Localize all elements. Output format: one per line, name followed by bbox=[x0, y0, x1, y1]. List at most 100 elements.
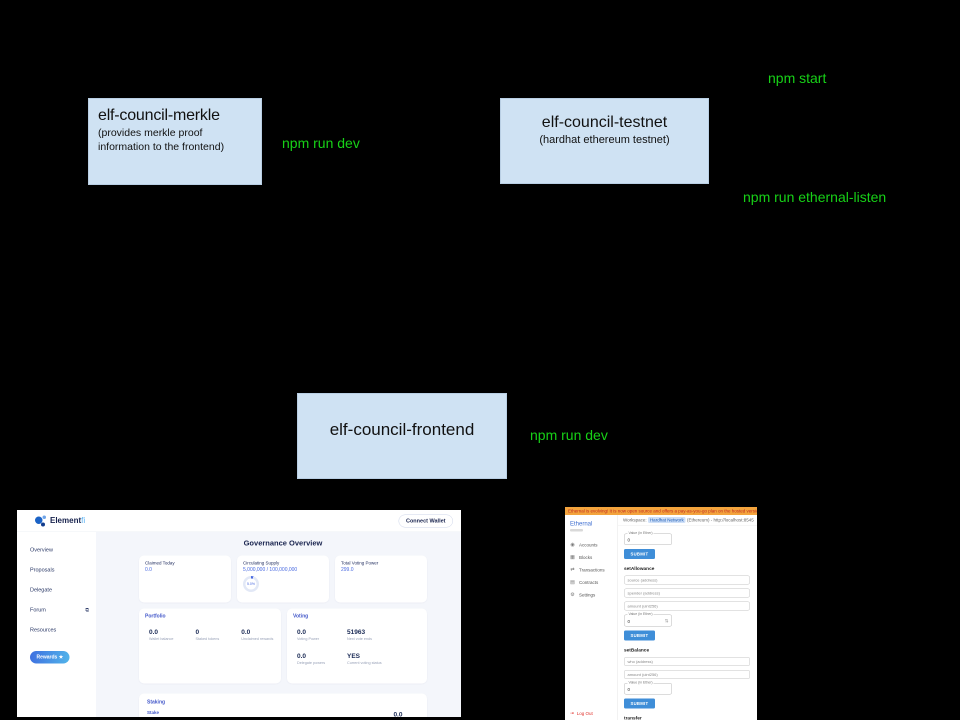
nav-label: Blocks bbox=[579, 554, 593, 560]
staking-panel: Staking Stake Deposit your ELFI tokens i… bbox=[139, 693, 427, 718]
amount-uint256-field[interactable] bbox=[624, 670, 750, 679]
submit-button[interactable]: SUBMIT bbox=[624, 630, 655, 641]
value-input-group[interactable]: Value (in Ether) bbox=[624, 531, 672, 545]
ethernal-screenshot: Ethernal is evolving! It is now open sou… bbox=[565, 507, 757, 720]
nav-label: Overview bbox=[30, 547, 53, 553]
card-claimed-today: Claimed Today 0.0 bbox=[139, 555, 231, 603]
nav-label: Delegate bbox=[30, 587, 53, 593]
submit-button[interactable]: SUBMIT bbox=[624, 698, 655, 709]
ethernal-main: Workspace: Hardhat Network (Ethereum) - … bbox=[618, 515, 757, 720]
element-logo-icon bbox=[35, 515, 46, 527]
sidebar-item-proposals[interactable]: Proposals bbox=[30, 567, 89, 573]
sidebar-item-accounts[interactable]: ◉Accounts bbox=[565, 539, 618, 552]
card-value: 0.0 bbox=[145, 567, 152, 573]
sidebar-item-delegate[interactable]: Delegate bbox=[30, 587, 89, 593]
stat-value: 0 bbox=[195, 628, 200, 636]
value-input-group[interactable]: Value (in Ether) bbox=[624, 681, 672, 695]
workspace-bar: Workspace: Hardhat Network (Ethereum) - … bbox=[618, 515, 757, 526]
workspace-url: http://localhost:8545 bbox=[713, 517, 754, 523]
command-label-npm-run-dev: npm run dev bbox=[282, 135, 360, 151]
stat-value: 0.0 bbox=[393, 710, 403, 718]
stat-value: 51963 bbox=[347, 628, 366, 636]
diagram-box-merkle: elf-council-merkle (provides merkle proo… bbox=[88, 98, 262, 185]
logout-button[interactable]: ⇥Log Out bbox=[570, 711, 593, 717]
value-label: Value (in Ether) bbox=[627, 612, 654, 616]
rewards-button[interactable]: Rewards ★ bbox=[30, 651, 70, 664]
amount-uint256-field[interactable] bbox=[624, 601, 750, 611]
command-label-npm-run-dev-frontend: npm run dev bbox=[530, 427, 608, 443]
element-main: Governance Overview Claimed Today 0.0 Ci… bbox=[96, 532, 461, 717]
stat-voting-power: 0.0 Voting Power bbox=[297, 628, 347, 641]
value-input[interactable] bbox=[627, 537, 669, 543]
stat-delegate-powers: 0.0 Delegate powers bbox=[297, 652, 347, 665]
box-subtitle: (hardhat ethereum testnet) bbox=[539, 134, 670, 146]
sidebar-item-contracts[interactable]: ▤Contracts bbox=[565, 576, 618, 589]
stat-unclaimed-rewards: 0.0 Unclaimed rewards bbox=[241, 628, 273, 641]
sidebar-item-blocks[interactable]: ▦ Blocks bbox=[565, 551, 618, 564]
box-title: elf-council-testnet bbox=[541, 114, 668, 131]
blocks-icon: ▦ bbox=[570, 554, 575, 561]
function-name-transfer: transfer bbox=[624, 715, 642, 720]
stake-balance: 0.0 Balance bbox=[393, 711, 407, 718]
value-input[interactable] bbox=[627, 687, 669, 692]
connect-wallet-button[interactable]: Connect Wallet bbox=[398, 514, 453, 528]
element-logo: Elementfi bbox=[35, 515, 85, 527]
stat-value: 0.0 bbox=[297, 652, 307, 660]
logout-icon: ⇥ bbox=[570, 710, 574, 716]
card-value: 299.0 bbox=[341, 567, 354, 573]
command-label-npm-start: npm start bbox=[768, 70, 827, 86]
workspace-name-chip[interactable]: Hardhat Network bbox=[647, 517, 686, 523]
value-input-group[interactable]: Value (in Ether) ⇅ bbox=[624, 612, 672, 627]
external-link-icon: ⧉ bbox=[85, 607, 89, 613]
value-label: Value (in Ether) bbox=[627, 681, 654, 685]
card-total-voting-power: Total Voting Power 299.0 bbox=[335, 555, 427, 603]
element-header: Elementfi Connect Wallet bbox=[17, 510, 461, 532]
contracts-icon: ▤ bbox=[570, 579, 575, 586]
spender-address-field[interactable] bbox=[624, 588, 750, 598]
settings-icon: ⚙ bbox=[570, 592, 575, 598]
nav-label: Resources bbox=[30, 627, 57, 633]
announcement-banner: Ethernal is evolving! It is now open sou… bbox=[565, 507, 757, 515]
logout-label: Log Out bbox=[576, 710, 593, 716]
sidebar-item-transactions[interactable]: ⇄Transactions bbox=[565, 564, 618, 577]
nav-label: Transactions bbox=[579, 567, 605, 573]
card-label: Total Voting Power bbox=[341, 560, 379, 566]
sidebar-item-overview[interactable]: Overview bbox=[30, 547, 89, 553]
value-input[interactable] bbox=[627, 618, 665, 624]
stat-wallet-balance: 0.0 Wallet balance bbox=[149, 628, 173, 641]
page-title: Governance Overview bbox=[243, 539, 323, 548]
stat-label: Voting Power bbox=[297, 636, 320, 642]
submit-button[interactable]: SUBMIT bbox=[624, 549, 655, 559]
nav-label: Forum bbox=[30, 607, 46, 613]
panel-title: Staking bbox=[147, 699, 166, 706]
sidebar-item-forum[interactable]: Forum ⧉ bbox=[30, 607, 89, 613]
box-subtitle: (provides merkle proof information to th… bbox=[98, 127, 225, 153]
source-address-field[interactable] bbox=[624, 575, 750, 585]
card-value: 5,000,000 / 100,000,000 bbox=[243, 567, 298, 573]
element-frontend-screenshot: Elementfi Connect Wallet Overview Propos… bbox=[17, 510, 461, 717]
ethernal-sidebar: Ethernal ◉Accounts ▦Blocks ⇄Transactions… bbox=[565, 515, 618, 720]
portfolio-panel: Portfolio 0.0 Wallet balance 0 Staked to… bbox=[139, 608, 281, 684]
stat-value: YES bbox=[347, 652, 361, 660]
sidebar-item-settings[interactable]: ⚙ Settings bbox=[565, 589, 618, 602]
workspace-prefix: Workspace: bbox=[623, 517, 647, 523]
supply-progress-pct: 5.0% bbox=[245, 578, 257, 590]
command-label-npm-run-ethernal-listen: npm run ethernal-listen bbox=[743, 189, 887, 205]
sidebar-item-resources[interactable]: Resources bbox=[30, 627, 89, 633]
nav-label: Settings bbox=[579, 592, 596, 598]
voting-panel: Voting 0.0 Voting Power 51963 Next vote … bbox=[287, 608, 427, 684]
box-title: elf-council-merkle bbox=[98, 107, 220, 124]
stepper-icon[interactable]: ⇅ bbox=[664, 618, 669, 624]
nav-label: Proposals bbox=[30, 567, 55, 573]
stat-value: 0.0 bbox=[297, 628, 307, 636]
function-name-setbalance: setBalance bbox=[624, 647, 650, 654]
stat-next-vote-ends: 51963 Next vote ends bbox=[347, 628, 421, 641]
box-title: elf-council-frontend bbox=[329, 420, 475, 439]
stat-current-voting-status: YES Current voting status bbox=[347, 652, 421, 665]
who-address-field[interactable] bbox=[624, 657, 750, 666]
supply-progress-donut: 5.0% bbox=[243, 576, 259, 592]
value-label: Value (in Ether) bbox=[627, 531, 654, 535]
stat-label: Wallet balance bbox=[149, 636, 174, 642]
diagram-box-testnet: elf-council-testnet (hardhat ethereum te… bbox=[500, 98, 709, 184]
